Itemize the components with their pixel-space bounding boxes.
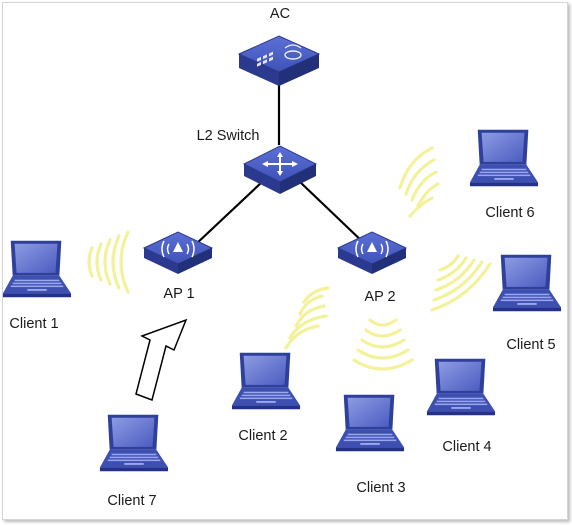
laptop-icon[interactable]: [231, 352, 301, 410]
client2-label: Client 2: [238, 428, 288, 444]
laptop-icon[interactable]: [492, 254, 562, 312]
client6-label: Client 6: [485, 205, 535, 221]
signal-arcs-ap2-client2: [284, 286, 330, 350]
laptop-icon[interactable]: [469, 129, 539, 187]
signal-arcs-ap1-client1: [87, 230, 130, 294]
client1-label: Client 1: [9, 316, 59, 332]
laptop-icon[interactable]: [335, 394, 405, 452]
wireless-access-point-icon[interactable]: [142, 231, 214, 274]
ap1-label: AP 1: [163, 286, 195, 302]
link-switch-ap2: [299, 181, 367, 246]
signal-arcs-ap2-client6: [398, 146, 440, 218]
client5-label: Client 5: [506, 337, 556, 353]
access-controller-icon[interactable]: [237, 35, 321, 86]
signal-arcs-ap2-client3: [352, 318, 414, 371]
client3-label: Client 3: [356, 480, 406, 496]
client7-label: Client 7: [107, 493, 157, 509]
laptop-icon[interactable]: [426, 358, 496, 416]
switch-icon[interactable]: SWITCH: [242, 145, 318, 202]
laptop-icon[interactable]: [99, 414, 169, 472]
signal-arcs-ap2-client5: [430, 254, 492, 312]
switch-label: L2 Switch: [196, 128, 260, 144]
wireless-access-point-icon[interactable]: [336, 231, 408, 274]
ac-label: AC: [269, 6, 291, 22]
roaming-arrow-icon: [135, 318, 188, 401]
laptop-icon[interactable]: [2, 240, 72, 298]
link-switch-ap1: [194, 181, 263, 246]
client4-label: Client 4: [442, 439, 492, 455]
network-links: [194, 75, 367, 246]
ap2-label: AP 2: [364, 289, 396, 305]
